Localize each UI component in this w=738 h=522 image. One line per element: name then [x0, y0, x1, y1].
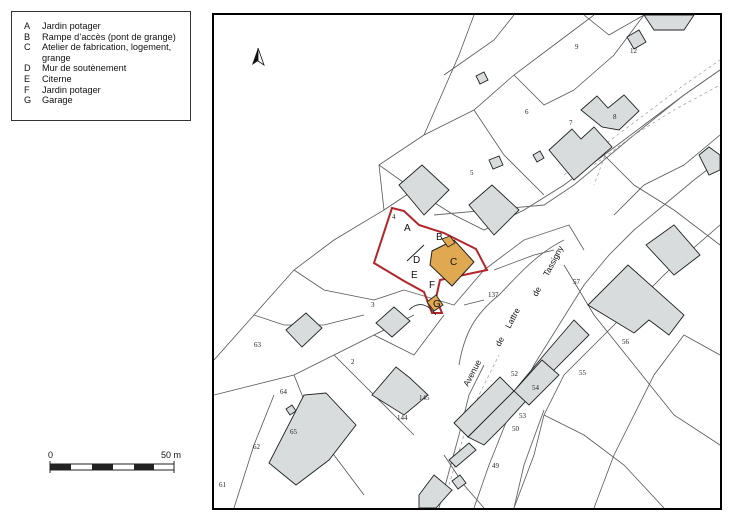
- north-arrow-icon: [252, 47, 265, 66]
- scale-graphic: [49, 461, 175, 473]
- legend-row-b: B Rampe d’accès (pont de grange): [24, 32, 190, 43]
- building: [626, 29, 647, 50]
- site-letter-a: A: [404, 223, 411, 234]
- legend-text: Rampe d’accès (pont de grange): [42, 31, 176, 42]
- parcel-number: 52: [511, 370, 519, 378]
- legend-text: Garage: [42, 95, 73, 106]
- site-boundary: [372, 206, 489, 314]
- legend-key: G: [24, 95, 32, 106]
- parcel-number: 7: [569, 119, 573, 127]
- parcel-number: 54: [532, 384, 540, 392]
- legend-key: E: [24, 73, 31, 84]
- legend-row-g: G Garage: [24, 95, 190, 106]
- building: [451, 474, 467, 490]
- street-word: de: [530, 285, 543, 298]
- parcel-number: 55: [579, 369, 587, 377]
- building: [398, 164, 450, 216]
- street-word: de: [493, 335, 506, 348]
- legend: A Jardin potager B Rampe d’accès (pont d…: [11, 11, 191, 121]
- scale-start-label: 0: [48, 450, 54, 460]
- garage-g: [426, 294, 444, 312]
- parcel-number: 9: [575, 43, 579, 51]
- building: [475, 71, 489, 85]
- parcel-number: 56: [622, 338, 630, 346]
- legend-text: Citerne: [42, 73, 72, 84]
- scale-bar: 0 50 m: [45, 450, 185, 480]
- cadastral-map: A B C D E F G 9 12 6 7 8 5 4 3 137 57 56…: [212, 13, 722, 510]
- parcel-number: 50: [512, 425, 520, 433]
- parcel-number: 49: [492, 462, 500, 470]
- building: [513, 359, 560, 406]
- parcel-number: 144: [397, 414, 408, 422]
- legend-row-d: D Mur de soutènement: [24, 63, 190, 74]
- buildings: [268, 15, 720, 508]
- legend-key: B: [24, 31, 31, 42]
- legend-text: Atelier de fabrication, logement, grange: [42, 42, 172, 63]
- parcel-number: 3: [371, 301, 375, 309]
- parcel-number: 53: [519, 412, 527, 420]
- building: [268, 392, 357, 486]
- parcel-number: 6: [525, 108, 529, 116]
- parcel-number: 137: [488, 291, 499, 299]
- parcel-number: 2: [351, 358, 355, 366]
- site-letter-d: D: [413, 255, 420, 266]
- legend-key: F: [24, 84, 30, 95]
- building: [488, 155, 504, 170]
- road-edges: [403, 69, 720, 508]
- site-letter-g: G: [433, 299, 441, 310]
- legend-row-f: F Jardin potager: [24, 85, 190, 96]
- legend-text: Mur de soutènement: [42, 63, 127, 74]
- street-word: Lattre: [503, 306, 522, 330]
- building: [580, 94, 640, 131]
- parcel-number: 145: [419, 394, 430, 402]
- site-letter-e: E: [411, 270, 418, 281]
- legend-row-c: C Atelier de fabrication, logement, gran…: [24, 42, 190, 63]
- cistern-e: [408, 304, 437, 316]
- parcel-number: 61: [219, 481, 227, 489]
- parcel-number: 63: [254, 341, 262, 349]
- parcel-number: 4: [392, 213, 396, 221]
- scale-end-label: 50 m: [161, 450, 182, 460]
- parcel-numbers: 9 12 6 7 8 5 4 3 137 57 56 55 63 2 52 54…: [219, 43, 638, 489]
- building: [371, 366, 429, 416]
- legend-text: Jardin potager: [42, 21, 101, 31]
- site-letter-f: F: [429, 280, 435, 291]
- building: [645, 224, 701, 276]
- legend-key: C: [24, 42, 31, 53]
- site-parcel: [372, 206, 489, 316]
- building: [643, 15, 695, 31]
- building: [532, 150, 545, 163]
- legend-key: A: [24, 21, 31, 31]
- parcel-number: 5: [470, 169, 474, 177]
- building: [285, 312, 323, 348]
- building: [698, 146, 720, 176]
- building: [375, 306, 411, 338]
- legend-row-e: E Citerne: [24, 74, 190, 85]
- parcel-number: 57: [573, 278, 581, 286]
- street-word: Tassigny: [541, 243, 566, 278]
- building: [448, 442, 477, 468]
- parcel-number: 62: [253, 443, 261, 451]
- legend-text: Jardin potager: [42, 84, 101, 95]
- retaining-wall-d: [406, 244, 425, 262]
- building: [548, 126, 613, 181]
- legend-key: D: [24, 63, 31, 74]
- legend-row-a: A Jardin potager: [24, 21, 190, 32]
- map-canvas: A B C D E F G 9 12 6 7 8 5 4 3 137 57 56…: [214, 15, 720, 508]
- building: [468, 184, 520, 236]
- parcel-number: 65: [290, 428, 298, 436]
- parcel-number: 64: [280, 388, 288, 396]
- building: [418, 474, 453, 508]
- site-letter-c: C: [450, 257, 457, 268]
- site-letter-b: B: [436, 232, 443, 243]
- parcel-number: 12: [630, 47, 638, 55]
- building: [587, 264, 685, 336]
- ramp-b: [441, 235, 456, 248]
- parcel-number: 8: [613, 113, 617, 121]
